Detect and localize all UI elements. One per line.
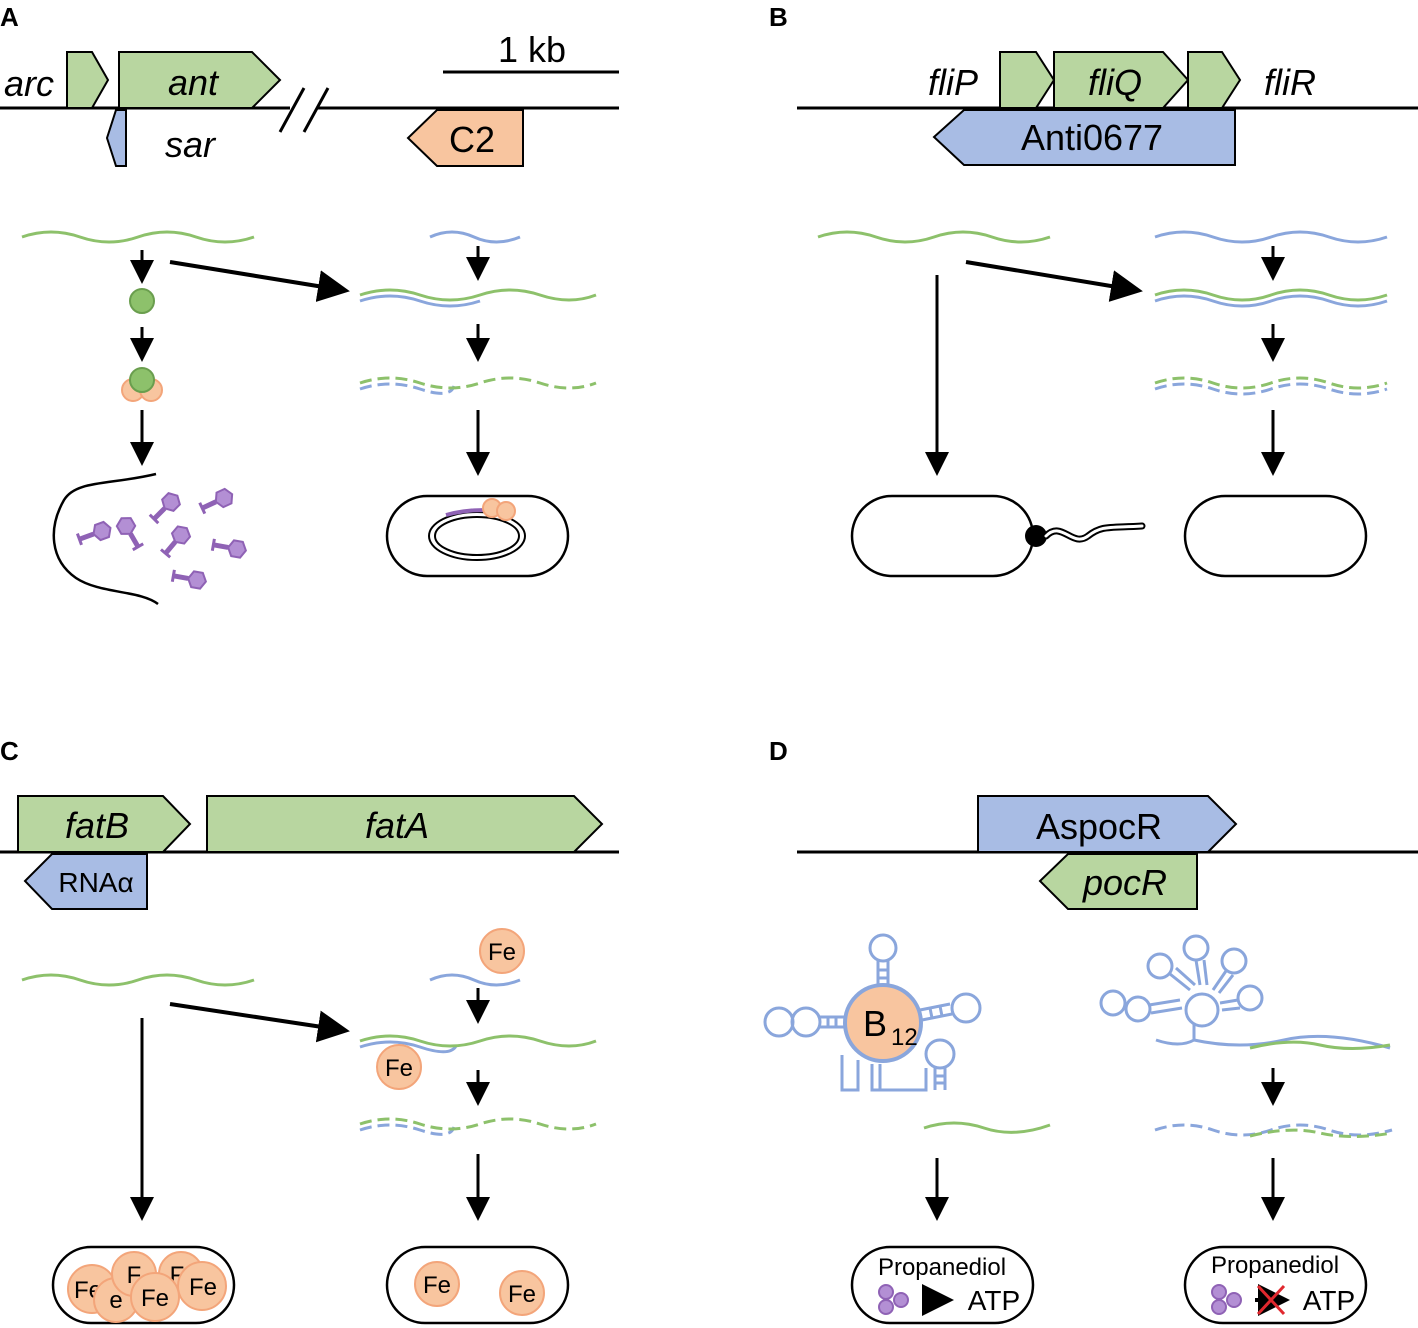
iron-ion: Fe bbox=[414, 1261, 460, 1307]
panel-c-label: C bbox=[0, 736, 19, 766]
panel-c: C fatB fatA RNAα Fe Fe Fe e bbox=[0, 736, 619, 1325]
flagellar-motor bbox=[1025, 525, 1047, 547]
degraded-duplex bbox=[1154, 382, 1388, 396]
gene-rna-alpha-label: RNAα bbox=[58, 867, 133, 898]
gene-fatb bbox=[17, 795, 192, 853]
gene-flip bbox=[999, 51, 1056, 109]
gene-pocr-label: pocR bbox=[1082, 862, 1167, 903]
gene-arc-label: arc bbox=[4, 63, 54, 104]
ant-paired bbox=[359, 288, 597, 302]
fliq-paired bbox=[1154, 288, 1388, 302]
iron-ion: Fe bbox=[479, 928, 525, 974]
degraded-duplex bbox=[1154, 376, 1388, 390]
gene-pocr bbox=[1038, 853, 1198, 910]
chromosome bbox=[434, 516, 520, 556]
atp-label: ATP bbox=[968, 1285, 1020, 1316]
gene-aspocr bbox=[977, 795, 1238, 853]
fliq-transcript bbox=[817, 230, 1051, 244]
b12-cofactor: B 12 bbox=[843, 983, 923, 1063]
ant-c2-complex bbox=[129, 367, 155, 393]
pocr-transcript bbox=[923, 1121, 1051, 1134]
svg-text:12: 12 bbox=[891, 1024, 918, 1051]
fata-paired bbox=[359, 1034, 597, 1048]
svg-text:Fe: Fe bbox=[508, 1281, 536, 1308]
gene-fata bbox=[206, 795, 604, 853]
ant-transcript bbox=[21, 230, 255, 244]
panel-d: D AspocR pocR B 12 bbox=[763, 736, 1418, 1325]
gene-sar-label: sar bbox=[165, 124, 217, 165]
gene-fliq bbox=[1053, 51, 1190, 109]
propanediol-label: Propanediol bbox=[878, 1254, 1006, 1281]
svg-text:B: B bbox=[863, 1003, 887, 1044]
panel-b-label: B bbox=[769, 2, 788, 32]
panel-a: A 1 kb arc ant sar C2 bbox=[0, 2, 619, 606]
degraded-duplex bbox=[1154, 1123, 1393, 1137]
svg-text:e: e bbox=[109, 1287, 122, 1314]
degraded-duplex bbox=[359, 376, 597, 390]
panel-b: B fliP fliQ fliR Anti0677 bbox=[769, 2, 1418, 578]
gene-ant bbox=[118, 51, 282, 109]
blocked-x-icon bbox=[1256, 1284, 1286, 1316]
break-mark bbox=[278, 87, 306, 133]
sar-transcript bbox=[429, 230, 521, 244]
anti-paired bbox=[1154, 294, 1388, 308]
gene-fliq-label: fliQ bbox=[1088, 62, 1142, 103]
lysogen-cell bbox=[385, 494, 570, 578]
fata-transcript bbox=[21, 973, 255, 987]
iron-ion: Fe bbox=[499, 1270, 545, 1316]
iron-cluster: Fe e F F Fe Fe bbox=[67, 1251, 227, 1323]
rna-alpha-transcript bbox=[429, 973, 521, 987]
gene-rna-alpha bbox=[23, 853, 148, 910]
degraded-duplex bbox=[359, 1117, 597, 1131]
flagellum bbox=[1044, 524, 1144, 541]
phage-particles bbox=[77, 487, 248, 589]
gene-anti0677-label: Anti0677 bbox=[1021, 117, 1163, 158]
propanediol-label: Propanediol bbox=[1211, 1252, 1339, 1279]
anti-transcript bbox=[1154, 230, 1388, 244]
break-mark bbox=[302, 87, 330, 133]
sar-paired bbox=[359, 294, 481, 308]
gene-c2-label: C2 bbox=[449, 119, 495, 160]
gene-flir bbox=[1187, 51, 1242, 109]
svg-text:Fe: Fe bbox=[141, 1285, 169, 1312]
atp-label: ATP bbox=[1303, 1285, 1355, 1316]
svg-text:Fe: Fe bbox=[385, 1055, 413, 1082]
gene-arc bbox=[66, 51, 110, 109]
gene-anti0677 bbox=[932, 109, 1236, 166]
panel-d-label: D bbox=[769, 736, 788, 766]
degraded-duplex bbox=[359, 1123, 456, 1136]
panel-a-label: A bbox=[0, 2, 19, 32]
gene-flip-label: fliP bbox=[928, 62, 978, 103]
gene-ant-label: ant bbox=[168, 62, 220, 103]
gene-fata-label: fatA bbox=[365, 805, 429, 846]
arrow bbox=[169, 260, 350, 302]
gene-aspocr-label: AspocR bbox=[1036, 806, 1162, 847]
iron-ion: Fe bbox=[376, 1044, 422, 1090]
riboswitch-unbound bbox=[1099, 934, 1391, 1050]
rna-alpha-paired bbox=[359, 1040, 458, 1054]
propanediol-molecules bbox=[878, 1284, 909, 1315]
gene-flir-label: fliR bbox=[1264, 62, 1316, 103]
flagellated-cell bbox=[850, 494, 1035, 578]
lysed-cell bbox=[52, 472, 159, 606]
svg-text:Fe: Fe bbox=[189, 1274, 217, 1301]
ant-protein bbox=[129, 288, 155, 314]
propanediol-molecules bbox=[1211, 1284, 1242, 1315]
svg-text:Fe: Fe bbox=[488, 939, 516, 966]
scale-bar-label: 1 kb bbox=[498, 29, 566, 70]
gene-c2 bbox=[406, 109, 524, 167]
gene-fatb-label: fatB bbox=[65, 805, 129, 846]
pocr-paired bbox=[1249, 1040, 1391, 1050]
degraded-duplex bbox=[359, 382, 456, 395]
c2-repressor bbox=[496, 501, 516, 521]
svg-text:Fe: Fe bbox=[423, 1272, 451, 1299]
degraded-duplex bbox=[1249, 1128, 1393, 1138]
non-flagellated-cell bbox=[1183, 494, 1368, 578]
arrow bbox=[965, 260, 1143, 302]
gene-sar bbox=[105, 109, 127, 167]
arrow bbox=[169, 1002, 350, 1043]
